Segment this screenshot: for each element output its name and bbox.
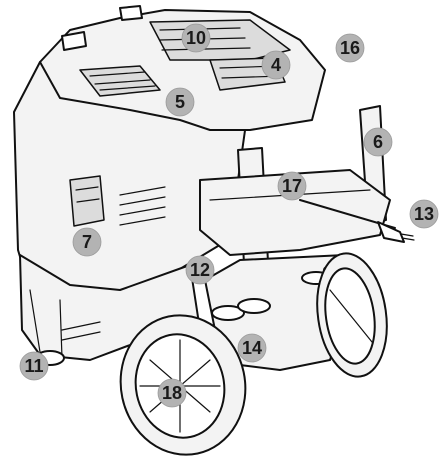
svg-text:11: 11 (24, 356, 43, 376)
callout-6: 6 (363, 127, 393, 157)
callout-17: 17 (277, 171, 307, 201)
svg-text:5: 5 (175, 92, 185, 112)
callout-12: 12 (185, 255, 215, 285)
callout-4: 4 (261, 50, 291, 80)
svg-text:18: 18 (162, 383, 182, 403)
svg-text:6: 6 (373, 132, 383, 152)
callout-16: 16 (335, 33, 365, 63)
svg-text:13: 13 (414, 204, 434, 224)
callout-18: 18 (157, 378, 187, 408)
svg-text:12: 12 (190, 260, 210, 280)
svg-text:10: 10 (186, 28, 206, 48)
callout-7: 7 (72, 227, 102, 257)
svg-text:14: 14 (242, 338, 262, 358)
callout-13: 13 (409, 199, 439, 229)
callout-10: 10 (181, 23, 211, 53)
callout-11: 11 (19, 351, 49, 381)
svg-text:4: 4 (271, 55, 281, 75)
callout-14: 14 (237, 333, 267, 363)
side-vents (119, 186, 166, 226)
svg-text:16: 16 (340, 38, 360, 58)
top-housing (39, 5, 326, 131)
callout-5: 5 (165, 87, 195, 117)
wheel-rear (316, 252, 388, 378)
svg-text:7: 7 (82, 232, 92, 252)
top-grille (79, 65, 161, 97)
svg-text:17: 17 (282, 176, 302, 196)
